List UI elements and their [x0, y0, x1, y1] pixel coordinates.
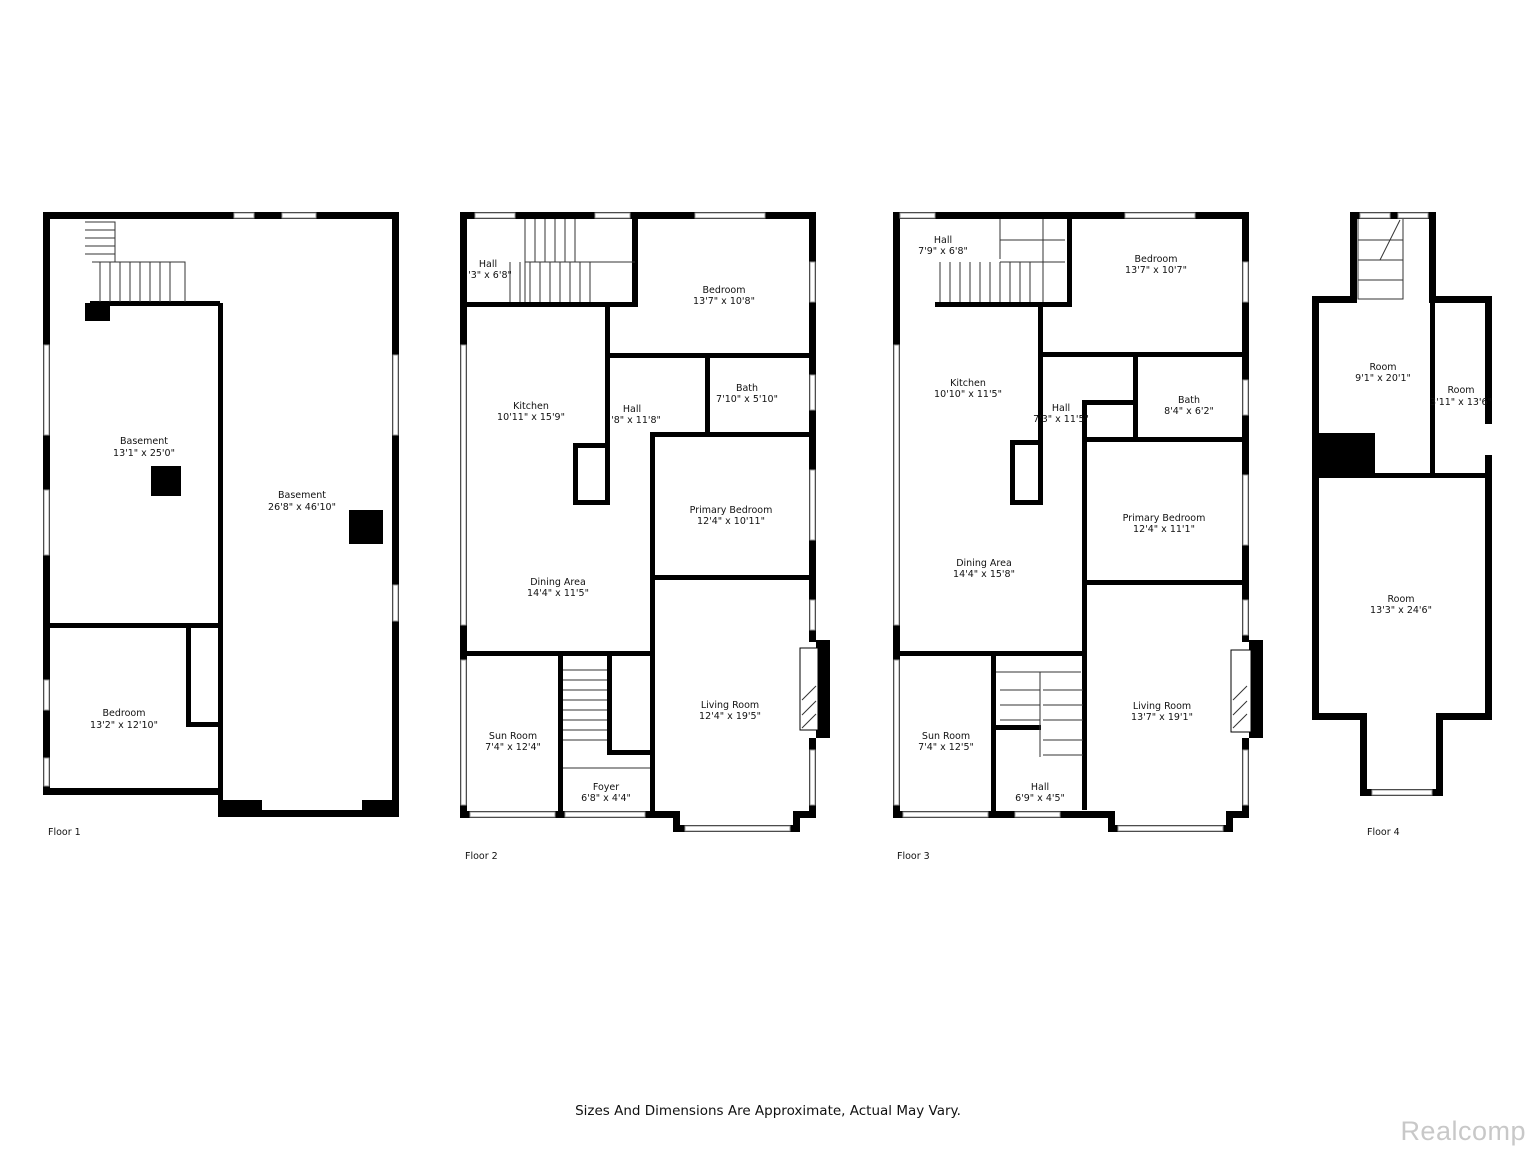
room-name: Hall: [1031, 782, 1049, 793]
room-name: Room: [1447, 385, 1474, 396]
room-name: Room: [1387, 594, 1414, 605]
room-size: 9'1" x 20'1": [1355, 373, 1411, 384]
floor-4-plan: [1312, 212, 1492, 796]
room-name: Living Room: [1133, 701, 1191, 712]
room-name: Bedroom: [103, 708, 146, 719]
room-size: '8" x 11'8": [611, 415, 661, 426]
room-size: 14'4" x 15'8": [953, 569, 1015, 580]
room-name: Hall: [934, 235, 952, 246]
disclaimer: Sizes And Dimensions Are Approximate, Ac…: [575, 1103, 961, 1119]
floor-1-labels: Basement 13'1" x 25'0" Basement 26'8" x …: [48, 436, 336, 838]
realcomp-logo: Realcomp: [1400, 1116, 1526, 1146]
room-size: 13'2" x 12'10": [90, 720, 158, 731]
floor-label: Floor 1: [48, 827, 81, 838]
floor-2-labels: Hall '3" x 6'8" Bedroom 13'7" x 10'8" Ki…: [465, 259, 778, 862]
floor-3-labels: Hall 7'9" x 6'8" Bedroom 13'7" x 10'7" K…: [897, 235, 1214, 862]
room-size: 6'8" x 4'4": [581, 793, 631, 804]
room-size: 7'3" x 11'5": [1033, 414, 1089, 425]
room-name: Hall: [1052, 403, 1070, 414]
room-name: Bath: [736, 383, 758, 394]
room-size: 14'4" x 11'5": [527, 588, 589, 599]
room-size: 13'3" x 24'6": [1370, 605, 1432, 616]
room-size: 13'7" x 10'8": [693, 296, 755, 307]
room-size: 26'8" x 46'10": [268, 502, 336, 513]
room-size: 12'4" x 10'11": [697, 516, 765, 527]
room-name: Foyer: [593, 782, 619, 793]
room-size: 7'10" x 5'10": [716, 394, 778, 405]
room-size: 13'1" x 25'0": [113, 448, 175, 459]
room-name: Room: [1369, 362, 1396, 373]
room-name: Kitchen: [513, 401, 549, 412]
room-name: Primary Bedroom: [1123, 513, 1206, 524]
room-name: Sun Room: [922, 731, 970, 742]
room-name: Dining Area: [530, 577, 586, 588]
room-size: 6'9" x 4'5": [1015, 793, 1065, 804]
room-name: Hall: [623, 404, 641, 415]
room-name: Hall: [479, 259, 497, 270]
room-name: Living Room: [701, 700, 759, 711]
floor-4-labels: Room 9'1" x 20'1" Room 3'11" x 13'6" Roo…: [1355, 362, 1492, 838]
room-size: 10'11" x 15'9": [497, 412, 565, 423]
room-name: Dining Area: [956, 558, 1012, 569]
room-size: 7'4" x 12'4": [485, 742, 541, 753]
room-size: 10'10" x 11'5": [934, 389, 1002, 400]
room-name: Sun Room: [489, 731, 537, 742]
room-size: 3'11" x 13'6": [1430, 397, 1492, 408]
room-size: 7'9" x 6'8": [918, 246, 968, 257]
room-name: Bedroom: [703, 285, 746, 296]
room-size: 13'7" x 10'7": [1125, 265, 1187, 276]
room-size: '3" x 6'8": [468, 270, 512, 281]
floor-3-plan: [893, 212, 1263, 832]
floor-label: Floor 4: [1367, 827, 1400, 838]
floor-label: Floor 3: [897, 851, 930, 862]
room-name: Bedroom: [1135, 254, 1178, 265]
room-name: Bath: [1178, 395, 1200, 406]
room-name: Primary Bedroom: [690, 505, 773, 516]
room-size: 12'4" x 11'1": [1133, 524, 1195, 535]
room-size: 13'7" x 19'1": [1131, 712, 1193, 723]
room-size: 8'4" x 6'2": [1164, 406, 1214, 417]
floor-1-plan: [43, 212, 399, 817]
room-name: Basement: [120, 436, 168, 447]
room-size: 12'4" x 19'5": [699, 711, 761, 722]
room-name: Basement: [278, 490, 326, 501]
room-name: Kitchen: [950, 378, 986, 389]
room-size: 7'4" x 12'5": [918, 742, 974, 753]
floor-label: Floor 2: [465, 851, 498, 862]
floor-2-plan: [460, 212, 830, 832]
